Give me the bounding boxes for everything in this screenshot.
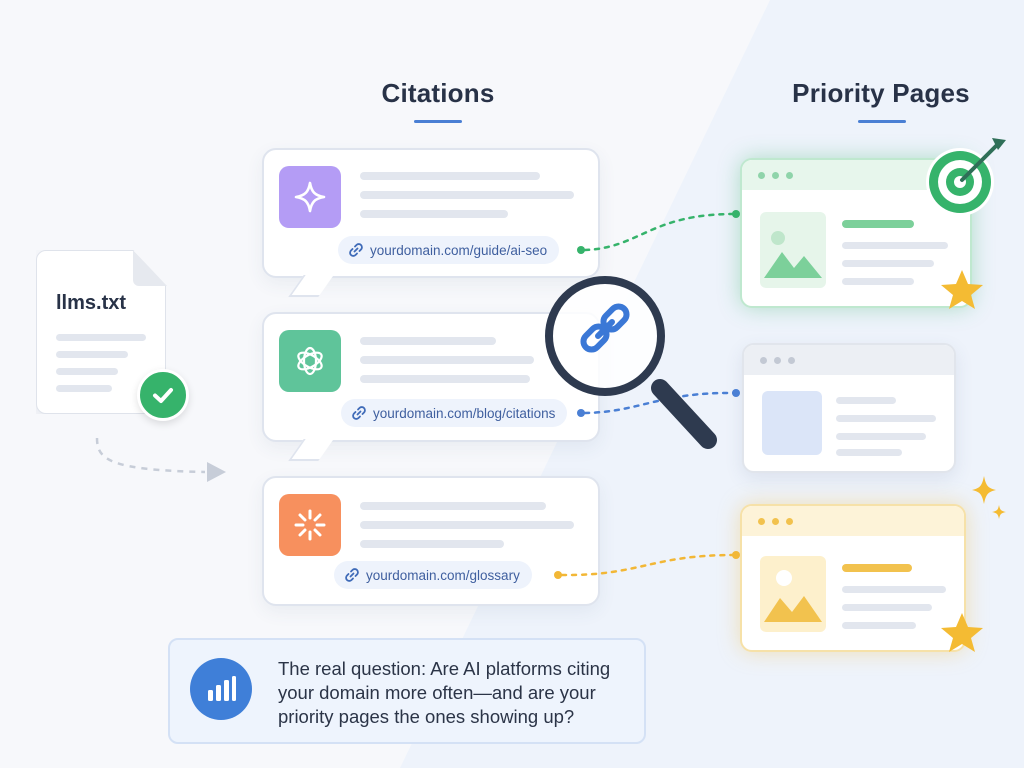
flow-arrow <box>95 437 226 482</box>
bar-chart-icon <box>190 658 252 720</box>
priority-page-card <box>742 343 956 473</box>
priority-page-card <box>740 504 966 652</box>
star-icon <box>941 270 983 309</box>
citation-url[interactable]: yourdomain.com/glossary <box>334 561 532 589</box>
citation-url-text: yourdomain.com/blog/citations <box>373 405 556 421</box>
citation-line <box>360 210 508 218</box>
check-icon <box>137 369 189 421</box>
connector-green <box>577 210 740 254</box>
citation-line <box>360 375 530 383</box>
citation-line <box>360 191 574 199</box>
magnifier-icon <box>545 276 717 449</box>
citation-line <box>360 540 504 548</box>
file-line <box>56 385 112 392</box>
citations-heading: Citations <box>381 78 495 108</box>
citation-line <box>360 502 546 510</box>
link-icon <box>349 243 363 257</box>
openai-logo-icon <box>279 330 341 392</box>
image-placeholder <box>762 391 822 455</box>
connector-yellow <box>554 551 740 579</box>
citation-line <box>360 521 574 529</box>
star-icon <box>941 613 983 652</box>
link-icon <box>345 568 359 582</box>
connector-blue <box>577 389 740 417</box>
image-placeholder-icon <box>760 212 826 288</box>
file-line <box>56 334 146 341</box>
image-placeholder-icon <box>760 556 826 632</box>
citation-url-text: yourdomain.com/glossary <box>366 567 520 583</box>
citations-underline <box>414 120 462 123</box>
question-text: The real question: Are AI platforms citi… <box>278 658 611 727</box>
sparkles-icon <box>972 476 1006 519</box>
citation-url-text: yourdomain.com/guide/ai-seo <box>370 242 548 258</box>
citation-url[interactable]: yourdomain.com/guide/ai-seo <box>338 236 560 264</box>
citation-line <box>360 172 540 180</box>
file-line <box>56 351 128 358</box>
priority-pages-heading: Priority Pages <box>792 78 970 108</box>
priority-pages-underline <box>858 120 906 123</box>
citation-line <box>360 337 496 345</box>
file-line <box>56 368 118 375</box>
link-icon <box>352 406 366 420</box>
file-name: llms.txt <box>56 292 127 314</box>
citation-url[interactable]: yourdomain.com/blog/citations <box>341 399 568 427</box>
sparkle-icon <box>279 166 341 228</box>
target-icon <box>926 138 1006 216</box>
citation-line <box>360 356 534 364</box>
burst-icon <box>279 494 341 556</box>
